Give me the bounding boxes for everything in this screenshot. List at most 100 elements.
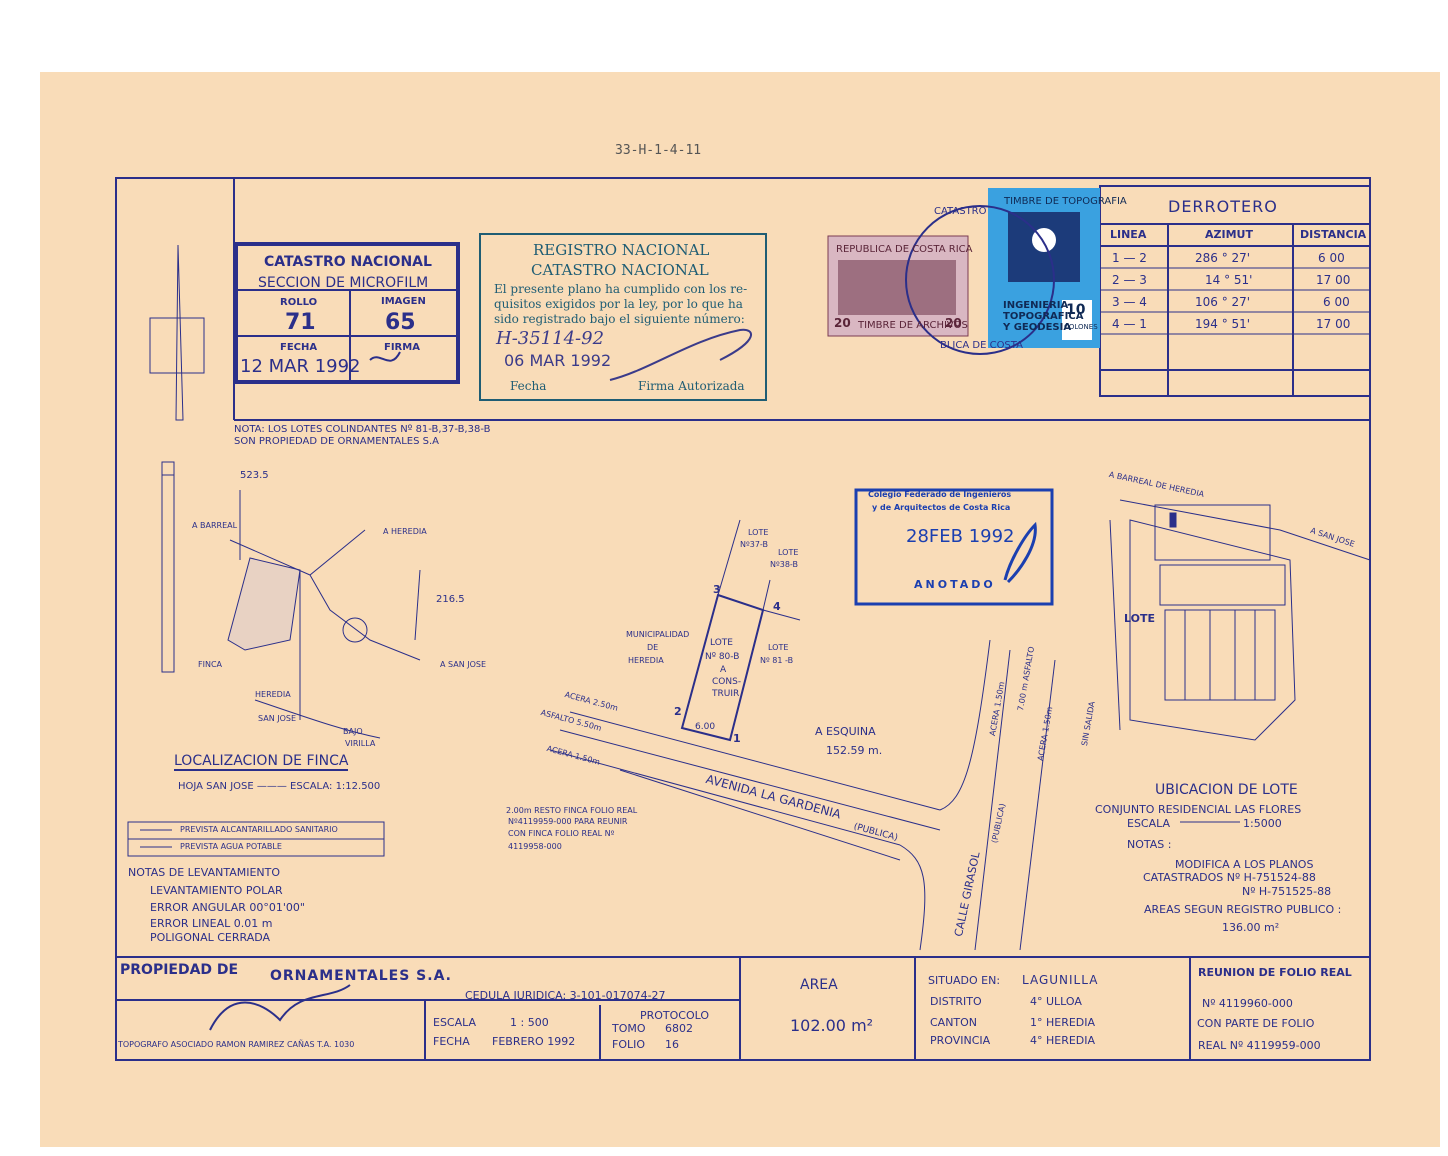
canton-value: 1° HEREDIA xyxy=(1030,1016,1096,1029)
provincia-label: PROVINCIA xyxy=(930,1034,991,1047)
levantamiento-line2: ERROR ANGULAR 00°01'00" xyxy=(150,901,305,914)
dist-label: 6.00 xyxy=(695,722,716,732)
document-code: 33-H-1-4-11 xyxy=(615,143,702,158)
reunion-line2: CON PARTE DE FOLIO xyxy=(1197,1017,1315,1030)
vertex-4: 4 xyxy=(773,600,781,613)
table-row: 194 ° 51' xyxy=(1195,317,1251,331)
ubicacion-n1: MODIFICA A LOS PLANOS xyxy=(1175,858,1314,871)
registro-fecha-label: Fecha xyxy=(510,379,547,393)
label-finca: FINCA xyxy=(198,660,223,669)
registro-numero: H-35114-92 xyxy=(496,328,605,349)
vertex-2: 2 xyxy=(674,705,682,718)
table-row: 6 00 xyxy=(1318,251,1345,265)
ubicacion-escala: 1:5000 xyxy=(1243,817,1282,830)
table-row: 3 — 4 xyxy=(1112,295,1147,309)
fecha-value-cajetin: FEBRERO 1992 xyxy=(492,1035,576,1048)
table-row: 106 ° 27' xyxy=(1195,295,1251,309)
ubicacion-conjunto: CONJUNTO RESIDENCIAL LAS FLORES xyxy=(1095,803,1302,816)
rollo-label: ROLLO xyxy=(280,297,318,308)
levantamiento-title: NOTAS DE LEVANTAMIENTO xyxy=(128,866,281,879)
table-row: 286 ° 27' xyxy=(1195,251,1251,265)
table-row: 17 00 xyxy=(1316,317,1351,331)
fecha-label-cajetin: FECHA xyxy=(433,1035,470,1048)
ubicacion-escala-label: ESCALA xyxy=(1127,817,1171,830)
resto-line4: 4119958-000 xyxy=(508,842,562,851)
table-row: 14 ° 51' xyxy=(1205,273,1253,287)
lote-81b-b: Nº 81 -B xyxy=(760,656,794,665)
topografia-unit: COLONES xyxy=(1064,323,1098,331)
cedula: CEDULA JURIDICA: 3-101-017074-27 xyxy=(465,989,666,1002)
levantamiento-line1: LEVANTAMIENTO POLAR xyxy=(150,884,283,897)
table-row: 17 00 xyxy=(1316,273,1351,287)
resto-line1: 2.00m RESTO FINCA FOLIO REAL xyxy=(506,806,638,815)
lote-37b-a: LOTE xyxy=(748,528,769,537)
derrotero-header-distancia: DISTANCIA xyxy=(1300,228,1367,241)
seal-bottom: BLICA DE COSTA xyxy=(940,340,1023,351)
coord-top: 523.5 xyxy=(240,470,269,481)
registro-title1: REGISTRO NACIONAL xyxy=(533,241,710,259)
lote-81b-a: LOTE xyxy=(768,643,789,652)
registro-firma-label: Firma Autorizada xyxy=(638,379,745,393)
a-esquina: A ESQUINA xyxy=(815,725,876,738)
registro-body1: El presente plano ha cumplido con los re… xyxy=(494,282,748,296)
vertex-3: 3 xyxy=(713,583,721,596)
rollo-value: 71 xyxy=(285,310,316,335)
topografo: TOPOGRAFO ASOCIADO RAMON RAMIREZ CAÑAS T… xyxy=(118,1040,355,1049)
area-value: 102.00 m² xyxy=(790,1016,874,1035)
leyenda-item2: PREVISTA AGUA POTABLE xyxy=(180,842,282,851)
provincia-value: 4° HEREDIA xyxy=(1030,1034,1096,1047)
reunion-title: REUNION DE FOLIO REAL xyxy=(1198,966,1352,979)
colegio-line2: y de Arquitectos de Costa Rica xyxy=(872,503,1011,512)
vertex-1: 1 xyxy=(733,732,741,745)
lote-80b-line5: TRUIR xyxy=(712,689,740,699)
registro-title2: CATASTRO NACIONAL xyxy=(531,261,709,279)
leyenda-item1: PREVISTA ALCANTARILLADO SANITARIO xyxy=(180,825,338,834)
table-row: 1 — 2 xyxy=(1112,251,1147,265)
folio-value: 16 xyxy=(665,1038,679,1051)
reunion-line1: Nº 4119960-000 xyxy=(1202,997,1293,1010)
label-a-san-jose: A SAN JOSE xyxy=(440,660,487,669)
area-label: AREA xyxy=(800,977,838,993)
imagen-label: IMAGEN xyxy=(381,296,426,307)
topografia-line2: TOPOGRAFICA xyxy=(1003,311,1084,322)
timbre-value-left: 20 xyxy=(834,316,851,330)
ubicacion-title: UBICACION DE LOTE xyxy=(1155,782,1298,798)
resto-line2: Nº4119959-000 PARA REUNIR xyxy=(508,817,628,826)
label-virilla: VIRILLA xyxy=(345,739,376,748)
ubicacion-n2: CATASTRADOS Nº H-751524-88 xyxy=(1143,871,1316,884)
folio-label: FOLIO xyxy=(612,1038,646,1051)
ubic-lote: LOTE xyxy=(1124,612,1155,625)
registro-body2: quisitos exigidos por la ley, por lo que… xyxy=(494,297,743,311)
municipalidad-line3: HEREDIA xyxy=(628,656,664,665)
firma-label: FIRMA xyxy=(384,342,420,353)
nota-line2: SON PROPIEDAD DE ORNAMENTALES S.A xyxy=(234,436,439,447)
levantamiento-line4: POLIGONAL CERRADA xyxy=(150,931,271,944)
lote-38b-b: Nº38-B xyxy=(770,560,799,569)
escala-label: ESCALA xyxy=(433,1016,477,1029)
ubicacion-n3: Nº H-751525-88 xyxy=(1242,885,1332,898)
timbre-topografia-title: TIMBRE DE TOPOGRAFIA xyxy=(1004,196,1127,207)
distrito-label: DISTRITO xyxy=(930,995,982,1008)
lote-80b-line3: A xyxy=(720,665,727,675)
localizacion-subtitle: HOJA SAN JOSE ——— ESCALA: 1:12.500 xyxy=(178,781,381,792)
topografia-line3: Y GEODESIA xyxy=(1003,322,1072,333)
municipalidad-line1: MUNICIPALIDAD xyxy=(626,630,690,639)
timbre-value-right: 20 xyxy=(945,316,962,330)
levantamiento-line3: ERROR LINEAL 0.01 m xyxy=(150,917,273,930)
label-a-barreal: A BARREAL xyxy=(192,521,238,530)
localizacion-title: LOCALIZACION DE FINCA xyxy=(174,753,349,771)
ubicacion-notas: NOTAS : xyxy=(1127,838,1172,851)
table-row: 2 — 3 xyxy=(1112,273,1147,287)
label-a-heredia: A HEREDIA xyxy=(383,527,427,536)
resto-line3: CON FINCA FOLIO REAL Nº xyxy=(508,829,615,838)
catastro-line1: CATASTRO NACIONAL xyxy=(264,254,432,270)
label-heredia: HEREDIA xyxy=(255,690,291,699)
catastro-line2: SECCION DE MICROFILM xyxy=(258,275,429,291)
colegio-anotado: ANOTADO xyxy=(914,578,996,591)
fecha-label: FECHA xyxy=(280,342,318,353)
table-row: 6 00 xyxy=(1323,295,1350,309)
lote-80b-line4: CONS- xyxy=(712,677,742,687)
municipalidad-line2: DE xyxy=(647,643,659,652)
situado-label: SITUADO EN: xyxy=(928,974,1001,987)
colegio-line1: Colegio Federado de Ingenieros xyxy=(868,490,1012,499)
